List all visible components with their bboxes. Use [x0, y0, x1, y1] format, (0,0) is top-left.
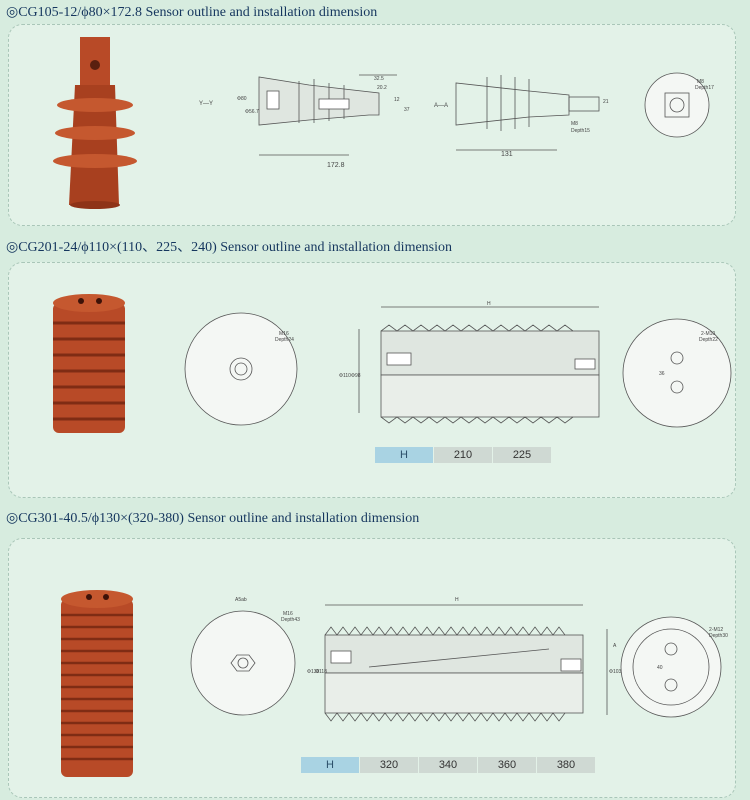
table-cell: 360	[478, 757, 537, 773]
cg201-drawings: M16 Depth24 H Φ110 Φ98 2-M10 Depth22 36	[53, 294, 732, 433]
cg105-end-view	[644, 72, 710, 138]
dim-32-5: 32.5	[374, 76, 384, 82]
dim-phi56: Φ56.7	[245, 109, 259, 115]
dim-172-8: 172.8	[327, 162, 345, 169]
cg201-dimension-table: H 210 225	[375, 447, 552, 463]
cg201-product-photo	[53, 294, 125, 433]
dim-2-m12: 2-M12	[709, 627, 723, 633]
cg105-section-view	[258, 74, 397, 156]
cg301-drawings: A5ab M16 Depth43 H Φ130 Φ118 Φ103 A 2-M1…	[61, 590, 728, 777]
table-cell: 210	[434, 447, 493, 463]
label-y-y: Y—Y	[199, 101, 213, 107]
panel-cg105: 172.8 32.5 20.2 12 37 Φ80 Φ56.7 Y—Y 131 …	[8, 24, 736, 226]
table-header-h: H	[375, 447, 434, 463]
table-cell: 380	[537, 757, 596, 773]
dim-2-m10: 2-M10	[701, 331, 715, 337]
cg105-drawings: 172.8 32.5 20.2 12 37 Φ80 Φ56.7 Y—Y 131 …	[53, 37, 714, 209]
dim-36: 36	[659, 371, 665, 377]
dim-phi103: Φ103	[609, 669, 622, 675]
dim-depth30: Depth30	[709, 633, 728, 639]
panel-cg201: M16 Depth24 H Φ110 Φ98 2-M10 Depth22 36 …	[8, 262, 736, 498]
table-header-h: H	[301, 757, 360, 773]
table-cell: 320	[360, 757, 419, 773]
dim-20-2: 20.2	[377, 85, 387, 91]
dim-depth24: Depth24	[275, 337, 294, 343]
dim-depth22: Depth22	[699, 337, 718, 343]
dim-phi98: Φ98	[351, 373, 361, 379]
dim-12: 12	[394, 97, 400, 103]
cg105-outline-labels: 131 M8 Depth15 21 A—A	[434, 99, 609, 158]
section-title-cg201: ◎CG201-24/ϕ110×(110、225、240) Sensor outl…	[6, 240, 453, 255]
dim-m8: M8	[571, 121, 578, 127]
cg105-product-photo	[53, 37, 137, 209]
cg201-section-view	[358, 306, 600, 424]
cg301-dimension-table: H 320 340 360 380	[301, 757, 596, 773]
dim-21: 21	[603, 99, 609, 105]
cg201-end-view-left	[184, 312, 298, 426]
cg301-end-view-left	[190, 610, 296, 716]
dim-a: A	[613, 643, 617, 649]
cg301-end-view-right	[620, 616, 722, 718]
table-cell: 340	[419, 757, 478, 773]
dim-m16: M16	[283, 611, 293, 617]
label-a-a: A—A	[434, 103, 448, 109]
section-title-cg105: ◎CG105-12/ϕ80×172.8 Sensor outline and i…	[6, 5, 378, 20]
dim-end-m8: M8	[697, 79, 704, 85]
section-title-cg301: ◎CG301-40.5/ϕ130×(320-380) Sensor outlin…	[6, 511, 420, 526]
dim-depth15: Depth15	[571, 128, 590, 134]
dim-phi80: Φ80	[237, 96, 247, 102]
dim-depth43: Depth43	[281, 617, 300, 623]
cg301-product-photo	[61, 590, 133, 777]
cg105-section-labels: 172.8 32.5 20.2 12 37 Φ80 Φ56.7 Y—Y	[199, 76, 410, 169]
dim-h: H	[487, 301, 491, 307]
dim-131: 131	[501, 151, 513, 158]
dim-40: 40	[657, 665, 663, 671]
cg301-section-view	[324, 604, 608, 722]
dim-37: 37	[404, 107, 410, 113]
dim-phi110: Φ110	[339, 373, 351, 379]
dim-depth17: Depth17	[695, 85, 714, 91]
cg201-end-view-right	[622, 318, 732, 428]
dim-phi118: Φ118	[315, 669, 327, 675]
table-cell: 225	[493, 447, 552, 463]
panel-cg301: A5ab M16 Depth43 H Φ130 Φ118 Φ103 A 2-M1…	[8, 538, 736, 798]
cg105-outline-view	[455, 75, 600, 151]
dim-a5: A5ab	[235, 597, 247, 603]
dim-m16: M16	[279, 331, 289, 337]
dim-h: H	[455, 597, 459, 603]
dim-phi130: Φ130	[307, 669, 320, 675]
